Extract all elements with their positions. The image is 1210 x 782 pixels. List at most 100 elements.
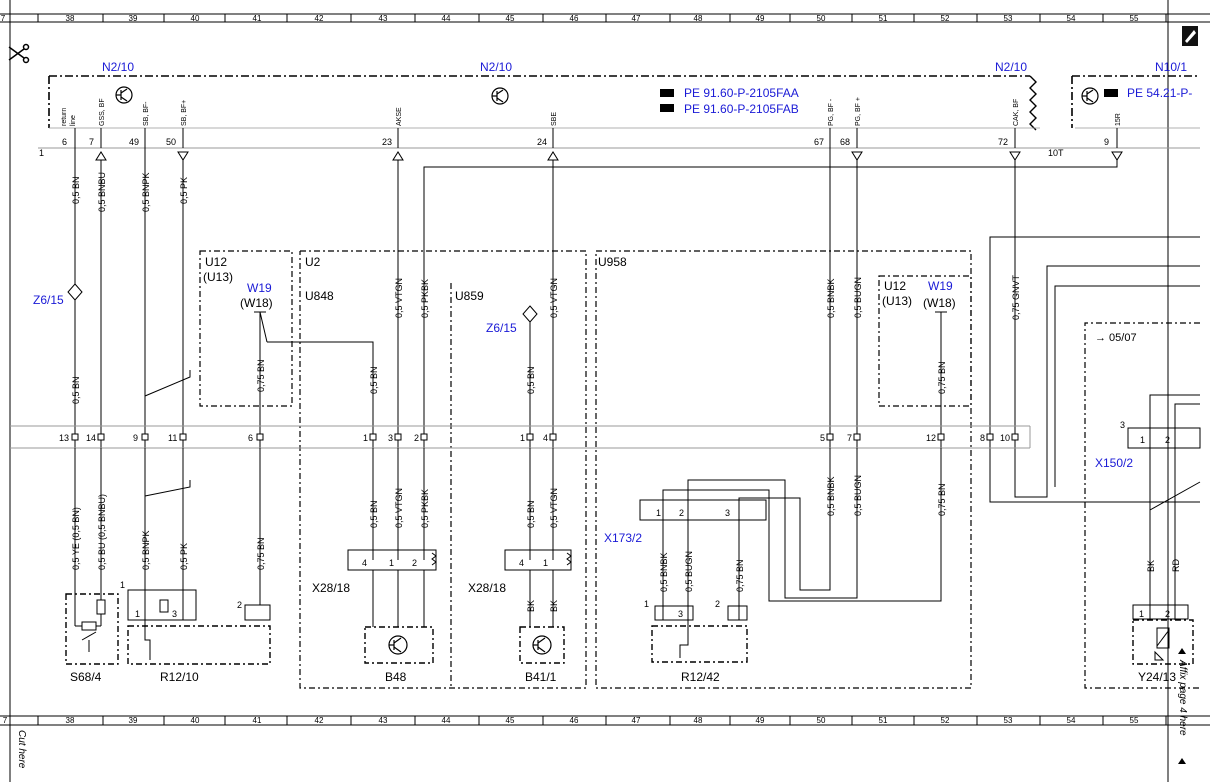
pin-label: SB, BF+ (181, 100, 188, 126)
pin-number: 14 (86, 433, 96, 443)
x150-box (1084, 322, 1200, 689)
grid-number: 38 (66, 14, 75, 23)
wire-label: 0,75 BN (937, 483, 947, 516)
component-label: Y24/13 (1138, 670, 1176, 684)
pin-number: 2 (715, 599, 720, 609)
module-label: N2/10 (102, 60, 134, 74)
affix-page-label: Affix page 4 here (1177, 659, 1188, 736)
arrow-icon (1178, 758, 1186, 764)
pointing-hand-icon (1104, 89, 1118, 97)
grid-number: 42 (315, 14, 324, 23)
pin-label: return (61, 108, 68, 126)
grid-number: 46 (570, 14, 579, 23)
wire-label: 0,5 BNBK (826, 278, 836, 318)
reference-link[interactable]: PE 91.60-P-2105FAB (684, 102, 799, 116)
pin-number: 7 (847, 433, 852, 443)
wire-label: 0,5 PKBK (420, 279, 430, 318)
grid-number: 44 (442, 716, 451, 725)
wire-label: 0,5 VTGN (394, 488, 404, 528)
connector-contacts (71, 433, 1019, 441)
pin-number: 1 (1140, 435, 1145, 445)
wire-label: 0,5 BN (369, 500, 379, 528)
resistor-icon (566, 552, 572, 566)
module-label: N2/10 (480, 60, 512, 74)
pin-number: 3 (1120, 420, 1125, 430)
connector-x150-2 (1127, 427, 1201, 449)
component-label: W19 (928, 279, 953, 293)
connector-strip (10, 425, 1031, 449)
grid-number: 54 (1067, 716, 1076, 725)
module-label: N2/10 (995, 60, 1027, 74)
pin-number: 1 (543, 558, 548, 568)
transistor-icon (115, 86, 133, 104)
wires (74, 148, 1201, 511)
splice-label: Z6/15 (33, 293, 64, 307)
glue-icon (1182, 26, 1198, 46)
component-label: B48 (385, 670, 407, 684)
transistor-icon (491, 87, 509, 105)
pin-number: 4 (543, 433, 548, 443)
pin-label: PG, BF + (855, 97, 862, 126)
component-label: (W18) (240, 296, 273, 310)
splice-icon (67, 283, 83, 301)
signal-direction-icons (95, 151, 1123, 161)
wire-label: 0,5 BNBK (826, 476, 836, 516)
pin-label: PG, BF - (828, 98, 835, 126)
grid-number: 40 (191, 716, 200, 725)
wire-label: BK (526, 600, 536, 612)
grid-number: 45 (506, 716, 515, 725)
pin-number: 3 (172, 609, 177, 619)
reference-link[interactable]: PE 54.21-P- (1127, 86, 1192, 100)
wire-label: 0,5 BN (71, 376, 81, 404)
pin-number: 23 (382, 137, 392, 147)
pin-number: 2 (1165, 609, 1170, 619)
pin-label: GSS, BF (99, 98, 106, 126)
pin-number: 7 (89, 137, 94, 147)
wire-label: 0,5 BN (526, 366, 536, 394)
pin-number: 1 (363, 433, 368, 443)
grid-number: 46 (570, 716, 579, 725)
control-unit-box (48, 75, 1030, 128)
pin-number: 11 (168, 433, 177, 443)
component-label: R12/42 (681, 670, 720, 684)
wire-label: 0,5 PKBK (420, 489, 430, 528)
lower-wires (74, 394, 1200, 627)
pin-number: 12 (926, 433, 936, 443)
grid-number: 50 (817, 716, 826, 725)
component-label: W19 (247, 281, 272, 295)
reference-link[interactable]: PE 91.60-P-2105FAA (684, 86, 799, 100)
pin-label: SB, BF- (143, 101, 150, 126)
wire-label: 0,75 BN (735, 559, 745, 592)
pin-number: 3 (725, 508, 730, 518)
wire-label: 0,5 BNBU (97, 172, 107, 212)
sensor-b41-1 (519, 626, 565, 664)
wire-label: 0,5 BNPK (141, 172, 151, 212)
component-label: U859 (455, 289, 484, 303)
pin-number: 1 (389, 558, 394, 568)
grid-number: 45 (506, 14, 515, 23)
pin-number: 72 (998, 137, 1008, 147)
pin-number: 1 (656, 508, 661, 518)
cut-here-label: Cut here (16, 730, 27, 769)
grid-number: 42 (315, 716, 324, 725)
grid-number: 7 (1, 14, 6, 23)
pin-number: 4 (362, 558, 367, 568)
pin-label: AKSE (396, 107, 403, 126)
component-label: U848 (305, 289, 334, 303)
pin-number: 9 (133, 433, 138, 443)
pin-number: 24 (537, 137, 547, 147)
connector-x173-2 (639, 499, 767, 521)
wire-label: 0,5 BNBK (659, 552, 669, 592)
u12b-box (878, 275, 972, 407)
wire-label: 0,5 BN (369, 366, 379, 394)
pin-number: 10 (1000, 433, 1010, 443)
grid-number: 55 (1130, 14, 1139, 23)
pin-number: 2 (1165, 435, 1170, 445)
pin-number: 1 (1139, 609, 1144, 619)
component-label: U12 (884, 279, 906, 293)
wire-label: 0,5 BUGN (853, 475, 863, 516)
scissors-icon (8, 43, 30, 64)
wire-label: 0,75 BN (256, 537, 266, 570)
top-grid-numbers: 7 38 39 40 41 42 43 44 45 46 47 48 49 50… (1, 14, 1139, 23)
module-label: N10/1 (1155, 60, 1187, 74)
